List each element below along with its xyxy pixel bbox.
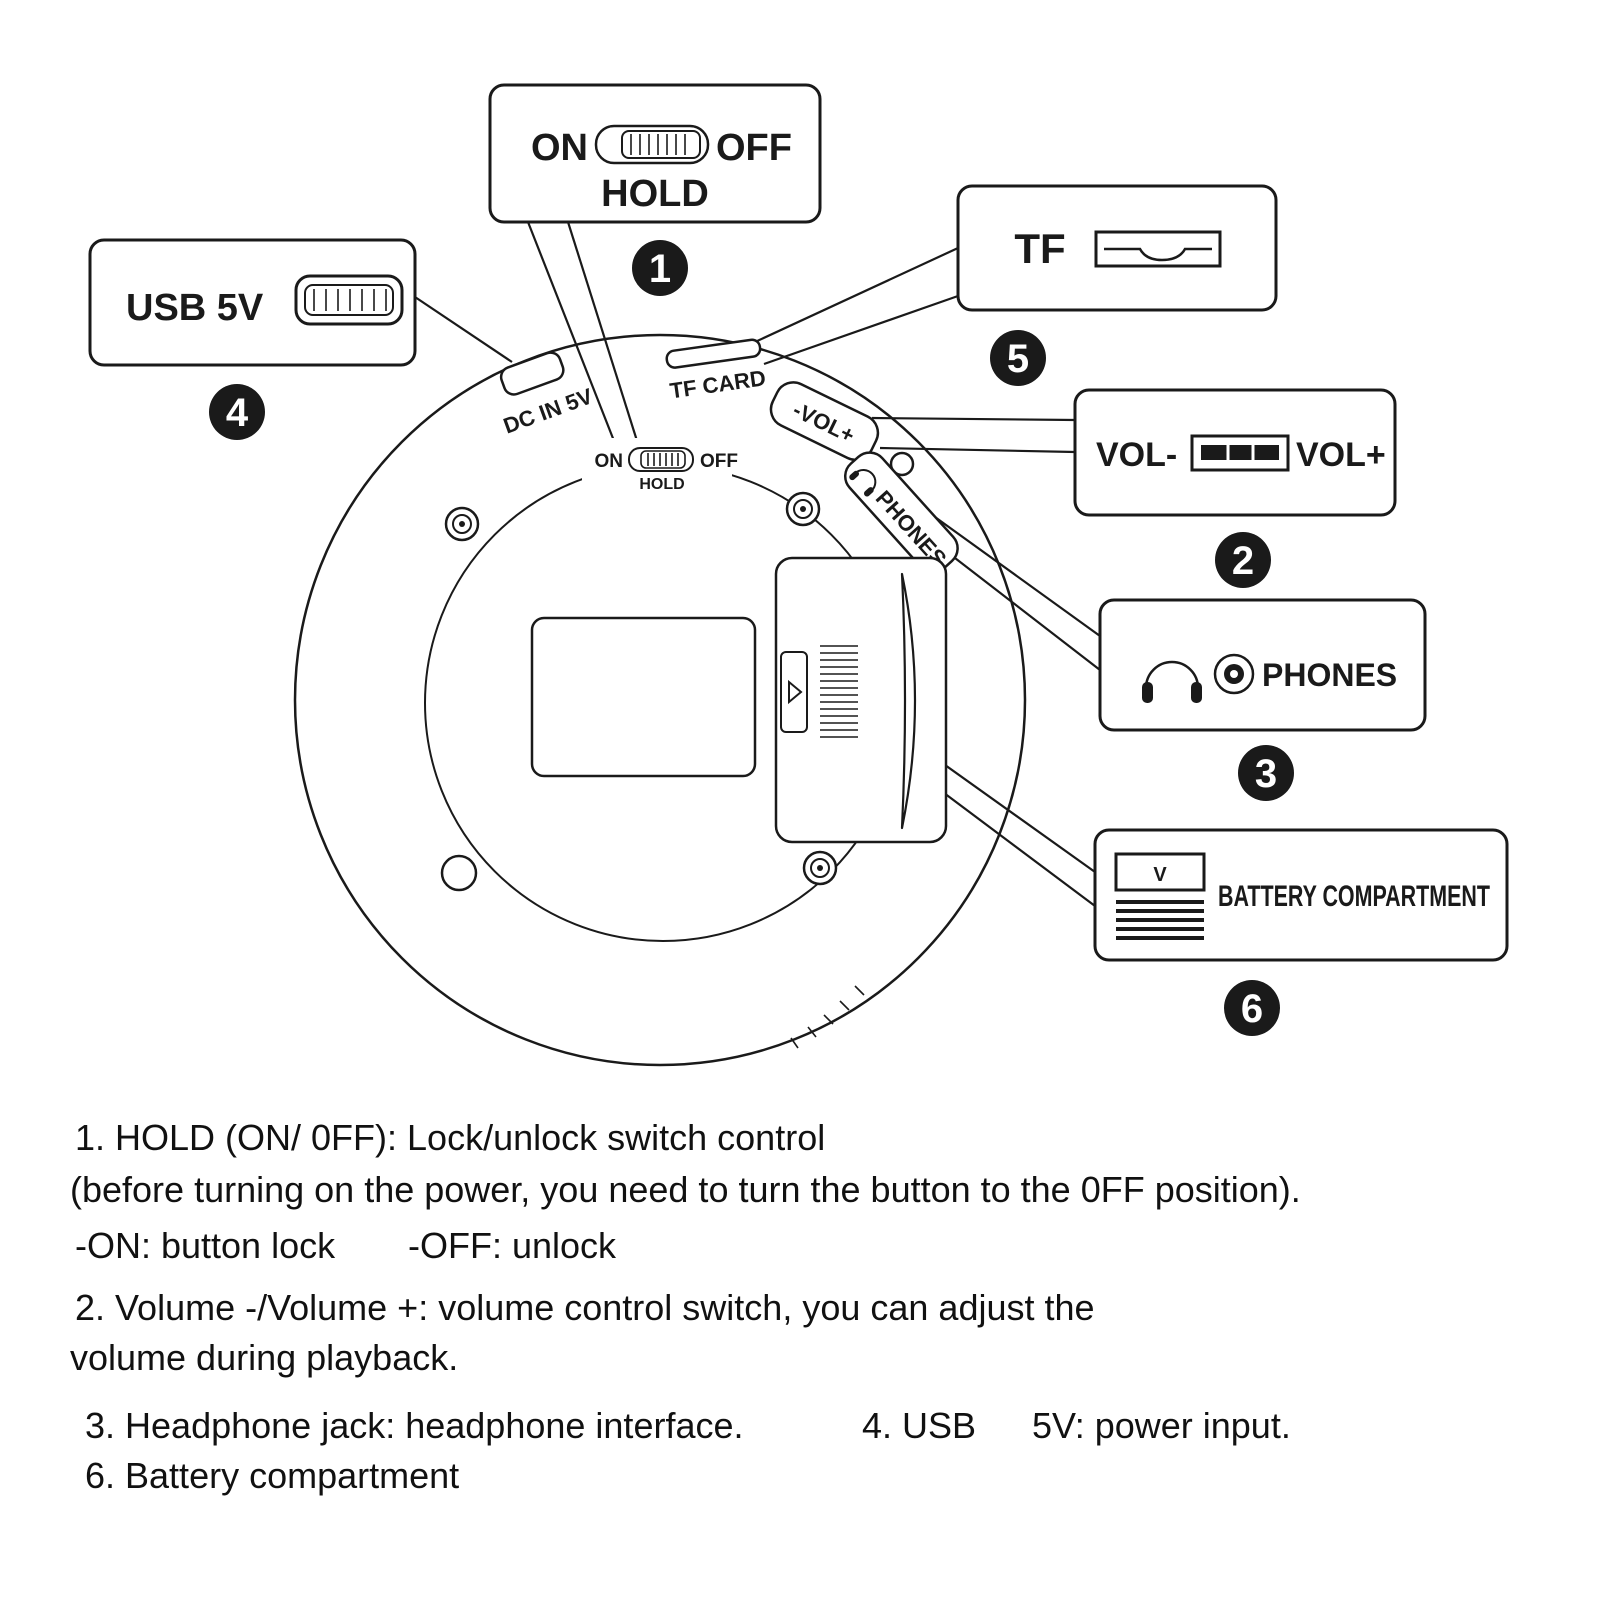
battery-door-edge [900,572,917,830]
phones-label: PHONES [1262,657,1397,693]
leader-line-phones-b [941,547,1101,671]
hold-off-label: OFF [716,127,792,169]
note-line-2: (before turning on the power, you need t… [70,1169,1301,1210]
tf-slot-icon [1094,230,1222,268]
battery-door-latch [780,651,808,733]
usb-port-icon [294,274,404,326]
reset-hole [440,854,478,892]
badge-3: 3 [1238,745,1294,801]
hold-hold-label: HOLD [601,173,709,215]
hold-callout-box [488,83,822,224]
badge-4: 4 [209,384,265,440]
note-line-6b: 4. USB [862,1405,976,1446]
headphones-icon [1142,660,1202,703]
hold-switch-icon [594,124,710,165]
vol-minus-label: VOL- [1096,436,1177,474]
battery-door-icon: V [1114,852,1206,940]
tf-label: TF [1014,225,1065,272]
screw-top-right [785,491,821,527]
edge-grip-ticks [790,985,865,1049]
device-hold-switch: ON OFF HOLD [582,438,738,496]
notes-block: 1. HOLD (ON/ 0FF): Lock/unlock switch co… [70,1117,1301,1496]
note-line-6a: 3. Headphone jack: headphone interface. [85,1405,744,1446]
note-line-3b: -OFF: unlock [408,1225,617,1266]
usb-callout-box [88,238,417,367]
hold-on-label: ON [531,127,588,169]
note-line-7: 6. Battery compartment [85,1455,459,1496]
badge-6: 6 [1224,980,1280,1036]
vol-rocker-icon [1190,434,1290,472]
phones-jack-hole [889,451,915,477]
battery-door-outline [774,556,948,844]
vol-plus-label: VOL+ [1296,436,1386,474]
latch-arrow-icon [788,679,803,705]
usb-callout: USB 5V [88,238,417,367]
device-hold-off-label: OFF [700,451,738,472]
vol-callout: VOL- VOL+ [1073,388,1397,517]
badge-1: 1 [632,240,688,296]
device-hold-on-label: ON [595,451,624,472]
badge-2-number: 2 [1232,539,1254,583]
leader-line-phones-a [927,511,1101,637]
badge-5-number: 5 [1007,337,1029,381]
phones-callout: PHONES [1098,598,1427,732]
leader-line-vol-b [879,446,1076,454]
hold-callout: ON OFF HOLD [488,83,822,224]
badge-4-number: 4 [226,391,249,435]
leader-line-tf-a [741,247,959,349]
badge-2: 2 [1215,532,1271,588]
leader-line-tf-b [763,294,959,366]
note-line-1: 1. HOLD (ON/ 0FF): Lock/unlock switch co… [75,1117,825,1158]
jack-icon [1213,653,1255,695]
leader-line-hold-a [526,221,618,447]
screw-bottom-right [802,850,838,886]
leader-line-battery-b [919,774,1096,907]
leader-line-hold-b [566,221,640,445]
leader-line-vol-a [871,416,1076,422]
badge-3-number: 3 [1255,752,1277,796]
battery-door-marking: V [1153,864,1167,886]
note-line-4: 2. Volume -/Volume +: volume control swi… [75,1287,1095,1328]
leader-line-usb [414,296,513,363]
tf-callout: TF [956,184,1278,312]
note-line-6c: 5V: power input. [1032,1405,1291,1446]
phones-callout-box [1098,598,1427,732]
battery-door-grip [820,645,858,738]
battery-door [774,556,948,844]
note-line-3a: -ON: button lock [75,1225,336,1266]
device-hold-hold-label: HOLD [639,476,684,493]
screw-top-left [444,506,480,542]
device-center-panel [530,616,757,778]
usb-label: USB 5V [126,287,264,329]
note-line-5: volume during playback. [70,1337,458,1378]
badge-1-number: 1 [649,247,671,291]
badge-6-number: 6 [1241,987,1263,1031]
battery-label: BATTERY COMPARTMENT [1218,880,1490,913]
badge-5: 5 [990,330,1046,386]
battery-callout: V BATTERY COMPARTMENT [1093,828,1509,962]
